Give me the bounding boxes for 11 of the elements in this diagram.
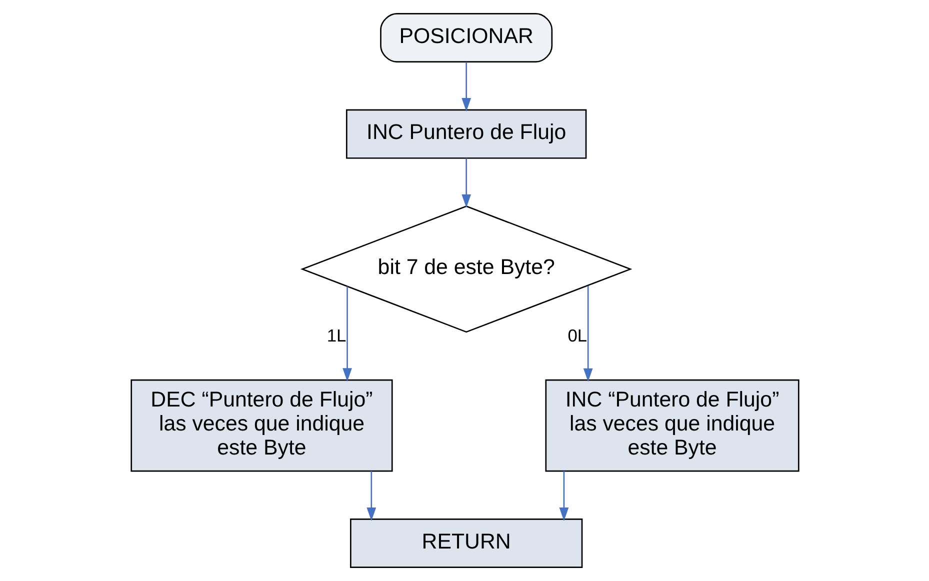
arrow bbox=[342, 286, 352, 382]
node-box: INC “Puntero de Flujo” las veces que indique este Byte bbox=[544, 379, 799, 472]
arrow bbox=[558, 471, 568, 521]
node-box: RETURN bbox=[350, 518, 582, 568]
node-box: INC Puntero de Flujo bbox=[345, 109, 586, 159]
node-box: POSICIONAR bbox=[380, 13, 552, 62]
arrow bbox=[366, 471, 376, 521]
arrow bbox=[582, 286, 592, 382]
arrow bbox=[461, 158, 471, 208]
arrow bbox=[461, 62, 471, 112]
node-box: DEC “Puntero de Flujo” las veces que indique este Byte bbox=[130, 379, 392, 472]
